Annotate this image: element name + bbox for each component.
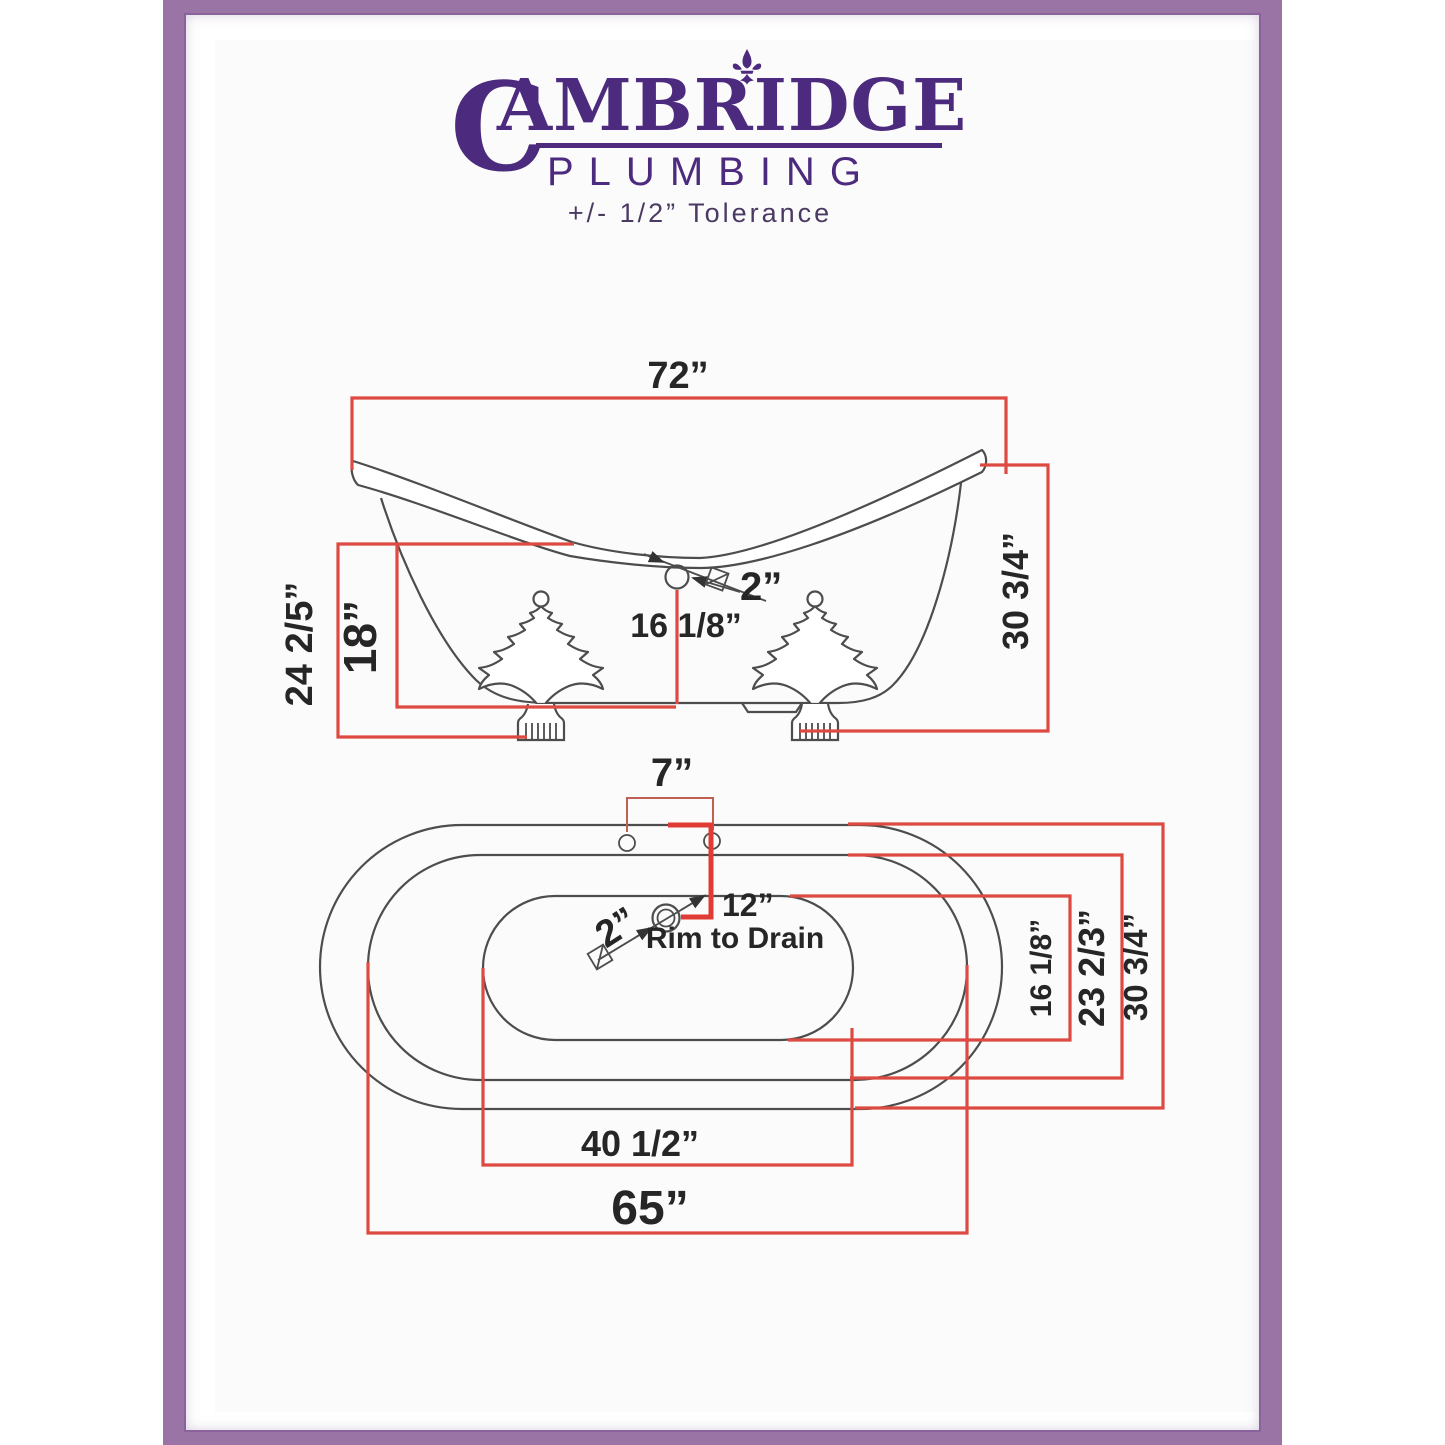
dim-40-1-2-bracket xyxy=(481,968,854,1167)
side-drain-arrow-left xyxy=(643,551,665,563)
dim-23-2-3-bracket xyxy=(848,853,1124,1080)
claw-foot-left xyxy=(477,590,605,742)
side-view-dimension-lines xyxy=(336,396,1050,739)
dim-7-bracket xyxy=(626,797,714,832)
side-diameter-symbol-icon xyxy=(704,566,730,592)
rim-length-label: 65” xyxy=(611,1182,688,1235)
dim-24-2-5-bracket xyxy=(336,542,574,739)
basin-width-label: 16 1/8” xyxy=(1025,919,1058,1017)
side-wall-height-label: 18” xyxy=(334,600,386,674)
side-overall-height-label: 30 3/4” xyxy=(995,532,1036,650)
side-drain-circle xyxy=(664,564,690,590)
dim-30-3-4-top-bracket xyxy=(848,822,1165,1110)
side-overall-length-label: 72” xyxy=(647,355,708,397)
dim-18-bracket xyxy=(395,544,676,709)
logo-wordmark: AMBRIDGE xyxy=(497,63,968,147)
side-drain-arrow-right xyxy=(691,576,741,593)
outer-rim-oval xyxy=(318,823,1004,1111)
dim-72-bracket xyxy=(350,396,1008,474)
rim-to-drain-value-label: 12” xyxy=(722,887,774,923)
drain-ring-outer xyxy=(651,903,681,933)
top-view-dimension-lines xyxy=(366,797,1165,1235)
tub-hull-outline xyxy=(379,482,963,705)
dim-16-1-8-top-bracket xyxy=(788,894,1072,1042)
drain-ring-inner xyxy=(656,908,676,928)
top-drain-arrow-upper xyxy=(680,894,706,911)
inner-rim-oval xyxy=(366,853,969,1082)
drawing-sheet-background xyxy=(215,40,1255,1412)
dim-65-bracket xyxy=(366,962,969,1235)
faucet-spread-label: 7” xyxy=(651,751,693,795)
side-back-height-label: 24 2/5” xyxy=(279,582,321,707)
logo-initial: C xyxy=(450,55,548,199)
dim-12-rim-to-drain-line xyxy=(668,822,714,920)
side-view-drawing: 72” 24 2/5” 18” 2” 16 1/8” 30 3/4” xyxy=(279,355,1050,742)
inner-rim-width-label: 23 2/3” xyxy=(1071,909,1112,1027)
tolerance-note: +/- 1/2” Tolerance xyxy=(567,198,833,228)
tub-rim-band xyxy=(350,448,988,570)
logo-subtitle: PLUMBING xyxy=(547,150,876,194)
outer-width-label: 30 3/4” xyxy=(1117,913,1154,1021)
side-drain-depth-label: 16 1/8” xyxy=(630,607,742,645)
top-view-drawing: 7” 12” Rim to Drain 2” 16 1/8” 23 2/3” 3… xyxy=(318,751,1165,1235)
claw-foot-right xyxy=(751,590,879,742)
side-drain-diameter-label: 2” xyxy=(740,565,782,609)
top-diameter-symbol-icon xyxy=(586,943,614,971)
dim-30-3-4-side-bracket xyxy=(800,463,1050,733)
faucet-hole-left xyxy=(618,834,636,852)
cambridge-plumbing-logo: C AMBRIDGE PLUMBING +/- 1/2” Tolerance xyxy=(400,44,1000,284)
logo-underline xyxy=(536,143,942,148)
fleur-de-lis-icon xyxy=(732,49,762,85)
basin-length-label: 40 1/2” xyxy=(581,1123,699,1164)
tub-bottom-drain-fitting xyxy=(741,702,803,714)
purple-picture-frame xyxy=(163,0,1282,1445)
rim-to-drain-caption: Rim to Drain xyxy=(646,922,824,955)
